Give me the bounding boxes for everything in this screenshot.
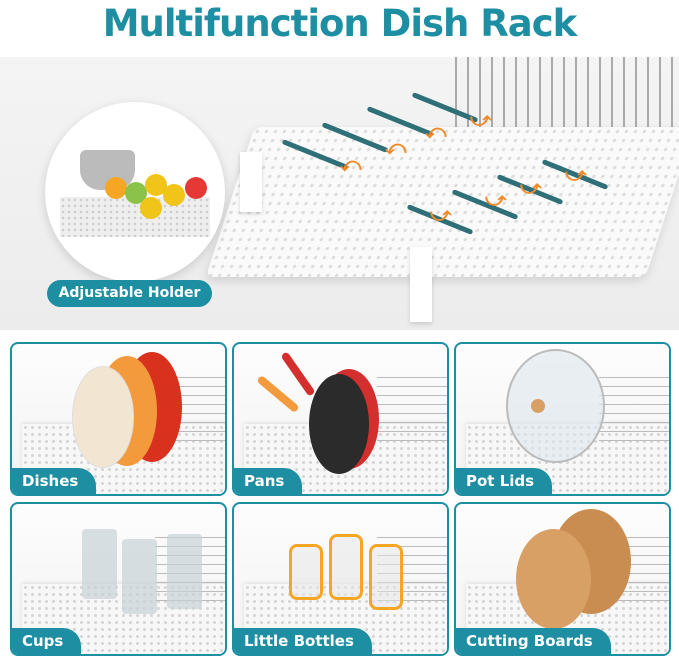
page-title: Multifunction Dish Rack bbox=[102, 2, 578, 45]
arrow-icon: ⤻ bbox=[520, 175, 542, 199]
arrow-icon: ⤻ bbox=[485, 187, 507, 211]
panel-cutting-boards: Cutting Boards bbox=[454, 502, 671, 656]
panel-pans: Pans bbox=[232, 342, 449, 496]
rack-leg bbox=[240, 152, 262, 212]
rack-leg bbox=[410, 247, 432, 322]
arrow-icon: ⤺ bbox=[340, 152, 362, 176]
panel-label: Pot Lids bbox=[456, 468, 553, 494]
hero-image: ⤺ ⤺ ⤺ ⤻ ⤻ ⤻ ⤻ ⤻ Adjustable Holder bbox=[0, 57, 679, 330]
panel-label: Little Bottles bbox=[234, 628, 372, 654]
panel-little-bottles: Little Bottles bbox=[232, 502, 449, 656]
arrow-icon: ⤺ bbox=[385, 135, 407, 159]
panel-dishes: Dishes bbox=[10, 342, 227, 496]
panel-label: Dishes bbox=[12, 468, 97, 494]
adjustable-holder-label: Adjustable Holder bbox=[47, 280, 212, 307]
arrow-icon: ⤻ bbox=[470, 107, 492, 131]
panel-cups: Cups bbox=[10, 502, 227, 656]
panel-label: Cutting Boards bbox=[456, 628, 611, 654]
panel-label: Pans bbox=[234, 468, 303, 494]
panel-label: Cups bbox=[12, 628, 82, 654]
arrow-icon: ⤻ bbox=[565, 162, 587, 186]
arrow-icon: ⤻ bbox=[430, 202, 452, 226]
panel-pot-lids: Pot Lids bbox=[454, 342, 671, 496]
adjustable-holder-inset bbox=[45, 102, 225, 282]
arrow-icon: ⤺ bbox=[425, 119, 447, 143]
